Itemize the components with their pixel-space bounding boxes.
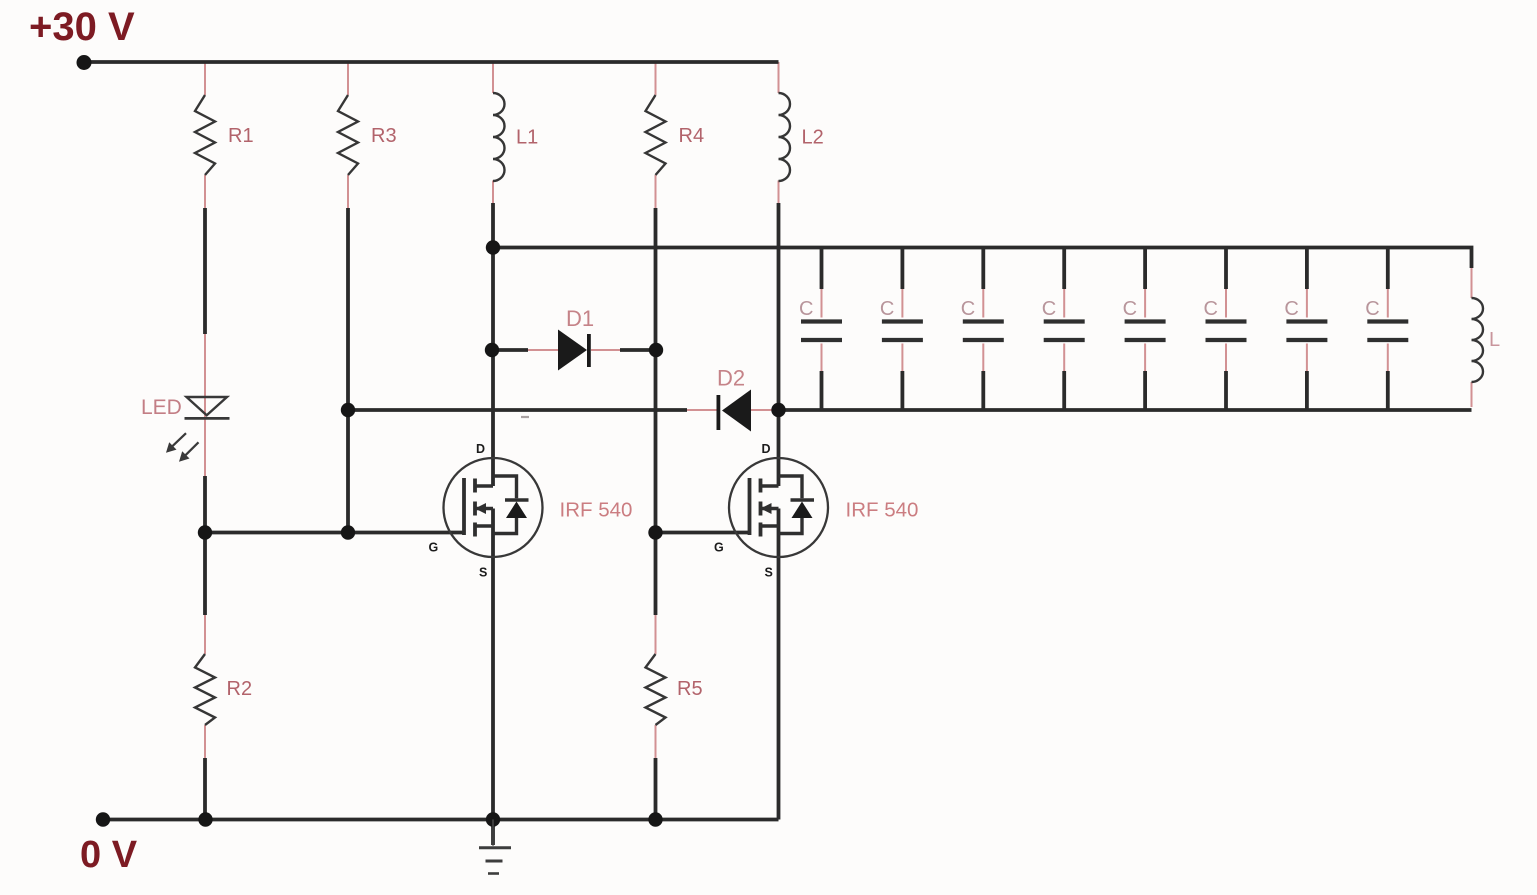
svg-text:+30 V: +30 V xyxy=(29,5,135,49)
svg-text:D: D xyxy=(762,442,771,456)
svg-text:C: C xyxy=(1284,298,1298,320)
svg-text:R3: R3 xyxy=(371,125,397,147)
svg-text:G: G xyxy=(429,541,439,555)
svg-text:S: S xyxy=(479,566,487,580)
svg-text:G: G xyxy=(714,541,724,555)
svg-text:R5: R5 xyxy=(677,678,703,700)
svg-text:C: C xyxy=(799,298,813,320)
svg-text:0 V: 0 V xyxy=(80,834,138,876)
svg-text:D: D xyxy=(476,442,485,456)
svg-text:L1: L1 xyxy=(516,127,538,149)
svg-text:C: C xyxy=(1204,298,1218,320)
svg-text:R1: R1 xyxy=(228,125,254,147)
svg-text:D1: D1 xyxy=(566,306,594,331)
svg-text:IRF 540: IRF 540 xyxy=(560,499,633,522)
svg-text:S: S xyxy=(765,566,773,580)
svg-text:C: C xyxy=(1042,298,1056,320)
svg-text:C: C xyxy=(880,298,894,320)
svg-text:C: C xyxy=(1365,298,1379,320)
svg-text:R4: R4 xyxy=(679,125,705,147)
svg-text:C: C xyxy=(961,298,975,320)
svg-text:D2: D2 xyxy=(717,366,745,391)
svg-text:IRF 540: IRF 540 xyxy=(846,499,919,522)
svg-text:C: C xyxy=(1123,298,1137,320)
svg-text:LED: LED xyxy=(141,396,182,419)
svg-text:R2: R2 xyxy=(227,678,253,700)
svg-text:L: L xyxy=(1489,329,1500,351)
svg-text:L2: L2 xyxy=(802,127,824,149)
